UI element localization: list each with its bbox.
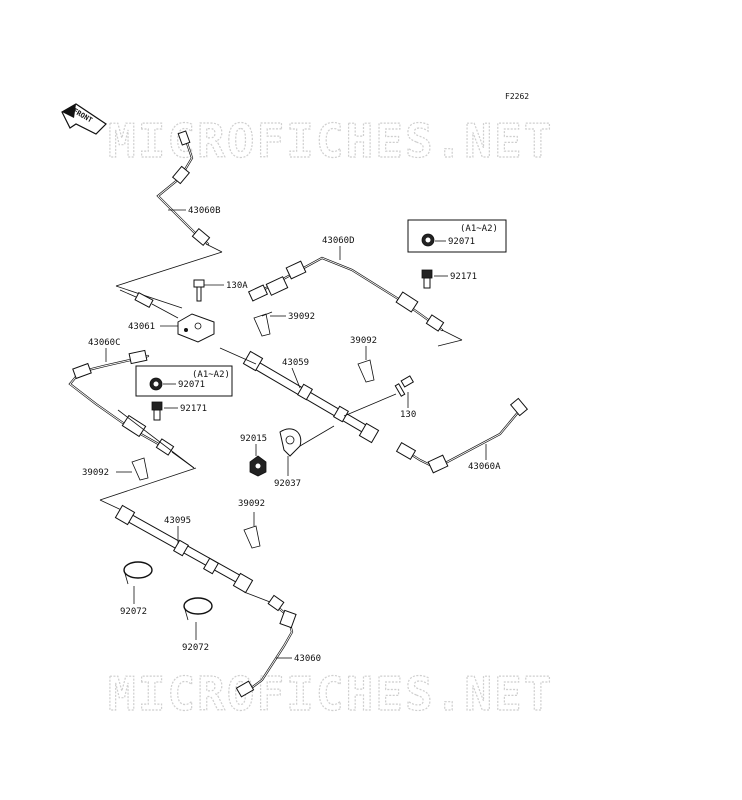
label-92072-a: 92072 (120, 607, 147, 617)
label-39092-c: 39092 (238, 499, 265, 509)
label-130: 130 (400, 410, 416, 420)
bolt-130-icon (394, 375, 415, 397)
label-39092-a: 39092 (288, 312, 315, 322)
label-43061: 43061 (128, 322, 155, 332)
hose-43060D (247, 256, 445, 332)
label-43060D: 43060D (322, 236, 355, 246)
clip-39092-icon (253, 311, 273, 337)
protector-43059 (242, 350, 380, 444)
label-43060A: 43060A (468, 462, 501, 472)
watermark-bottom: MICROFICHES.NET (108, 667, 553, 721)
label-39092-d: 39092 (82, 468, 109, 478)
hose-43060B (156, 130, 223, 253)
band-92072-icon-b (183, 597, 213, 621)
label-92171-mid: 92171 (180, 404, 207, 414)
figure-code: F2262 (505, 92, 529, 101)
clip-39092-icon-right (357, 359, 375, 383)
label-92072-b: 92072 (182, 643, 209, 653)
clamp-92037-icon (279, 428, 302, 457)
label-43060B: 43060B (188, 206, 221, 216)
label-92037: 92037 (274, 479, 301, 489)
label-39092-b: 39092 (350, 336, 377, 346)
label-92015: 92015 (240, 434, 267, 444)
front-arrow-icon: FRONT (61, 103, 107, 135)
label-43060C: 43060C (88, 338, 121, 348)
hose-43060A (395, 397, 529, 474)
label-92171-top: 92171 (450, 272, 477, 282)
watermark-top: MICROFICHES.NET (108, 114, 553, 168)
nut-icon (421, 233, 435, 247)
hose-43060 (235, 594, 297, 698)
bleeder-valve-icon (421, 269, 433, 289)
nut-92015-icon (249, 455, 267, 477)
protector-43095 (114, 504, 254, 594)
nut-icon-mid (149, 377, 163, 391)
label-43060: 43060 (294, 654, 321, 664)
label-92071-mid: 92071 (178, 380, 205, 390)
bolt-130A-icon (193, 279, 205, 302)
label-43059: 43059 (282, 358, 309, 368)
label-92071-top: 92071 (448, 237, 475, 247)
bleeder-valve-icon-mid (151, 401, 163, 421)
label-a1a2-mid: (A1~A2) (192, 370, 230, 380)
clip-39092-icon-lower (243, 525, 261, 549)
clip-39092-icon-left (131, 457, 149, 481)
label-a1a2-top: (A1~A2) (460, 224, 498, 234)
label-43095: 43095 (164, 516, 191, 526)
joint-block-icon (177, 313, 215, 343)
band-92072-icon-a (123, 561, 153, 585)
label-130A: 130A (226, 281, 248, 291)
